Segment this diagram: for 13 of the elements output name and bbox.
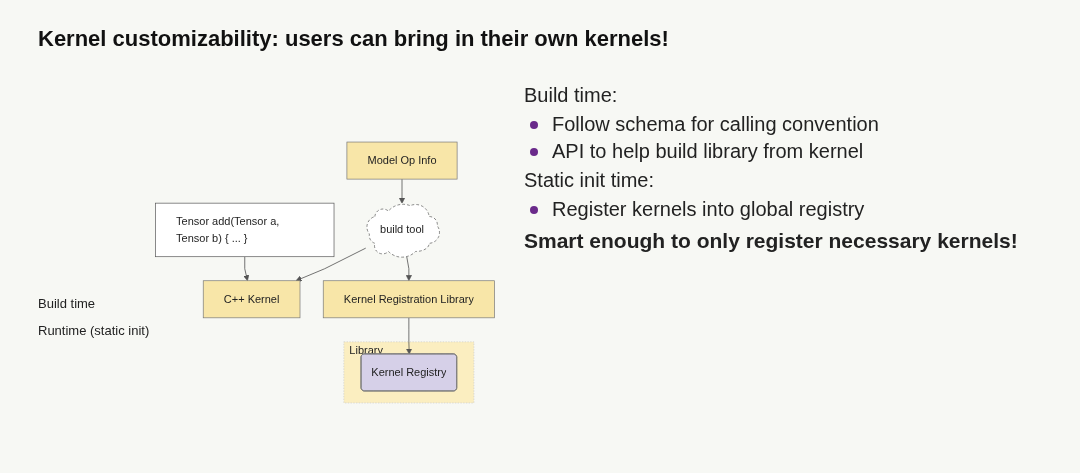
section-heading: Build time: <box>524 84 619 107</box>
emphasis-note: Smart enough to only register necessary kernels! <box>524 229 1019 253</box>
phase-label: Runtime (static init) <box>38 323 151 338</box>
section-heading: Static init time: <box>524 169 656 192</box>
node-box: Model Op Info <box>346 141 458 180</box>
phase-label: Build time <box>38 296 97 311</box>
slide-title: Kernel customizability: users can bring in their own kernels! <box>38 26 669 52</box>
node-box: Kernel Registration Library <box>322 280 495 319</box>
bullet-text: API to help build library from kernel <box>552 140 864 163</box>
bullet-text: Register kernels into global registry <box>552 198 865 221</box>
bullet-text: Follow schema for calling convention <box>552 113 879 136</box>
node-box: C++ Kernel <box>202 280 301 319</box>
node-box: Tensor add(Tensor a, Tensor b) { ... } <box>155 202 335 258</box>
